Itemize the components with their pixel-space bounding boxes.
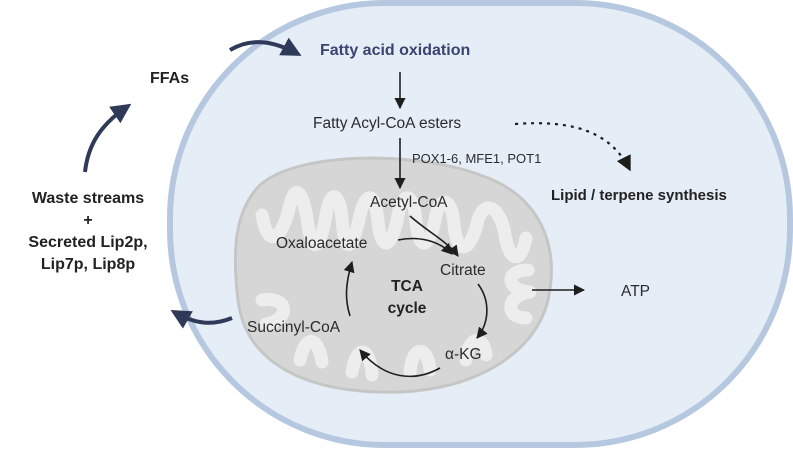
oxaloacetate-label: Oxaloacetate (276, 235, 368, 252)
tca-label: TCA (391, 278, 423, 295)
alpha-kg-label: α-KG (445, 346, 482, 363)
succinyl-to-oxaloacetate-arrow (343, 260, 355, 317)
cycle-label: cycle (387, 300, 427, 317)
akg-to-succinyl-arrow (359, 349, 441, 378)
waste-streams-block: Waste streams + Secreted Lip2p, Lip7p, L… (0, 188, 176, 276)
secreted-lipases-line: Secreted Lip2p, (28, 234, 148, 251)
acetyl-coa-label: Acetyl-CoA (370, 194, 448, 211)
citrate-to-akg-arrow (476, 283, 488, 339)
fatty-acid-oxidation-label: Fatty acid oxidation (320, 42, 471, 59)
fatty-acyl-coa-esters-label: Fatty Acyl-CoA esters (313, 115, 462, 132)
waste-plus-line: + (83, 212, 93, 229)
waste-streams-line: Waste streams (31, 190, 145, 207)
citrate-label: Citrate (440, 262, 486, 279)
ffa-uptake-arrow (228, 37, 302, 56)
oxaloacetate-to-citrate-arrow (397, 237, 453, 255)
succinyl-coa-label: Succinyl-CoA (247, 319, 341, 336)
enzymes-label: POX1-6, MFE1, POT1 (412, 151, 542, 166)
lipase-secretion-arrow (170, 310, 233, 329)
ffas-label: FFAs (150, 70, 190, 87)
lipases-line-2: Lip7p, Lip8p (40, 256, 136, 273)
waste-to-ffa-arrow (83, 103, 132, 173)
atp-label: ATP (621, 283, 650, 300)
acetyl-to-citrate-arrow (409, 215, 459, 257)
mitochondrion (233, 156, 553, 394)
lipid-terpene-synthesis-label: Lipid / terpene synthesis (551, 187, 727, 204)
esters-to-lipid-arrow (514, 122, 631, 172)
